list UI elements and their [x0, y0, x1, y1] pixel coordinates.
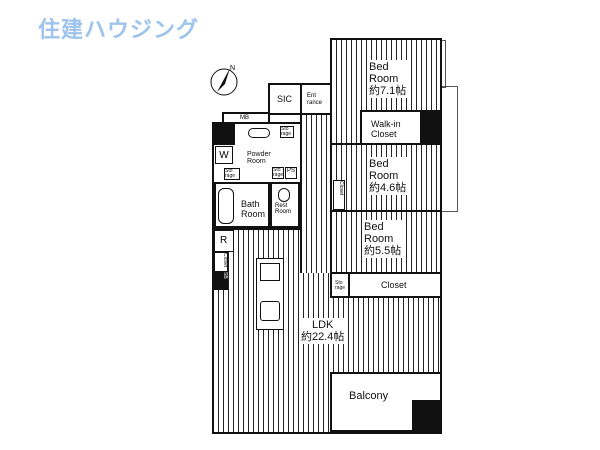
walk-in-closet-label: Walk-in Closet	[370, 118, 402, 140]
kitchen-counter	[256, 258, 284, 330]
storage-ldk: Sto rage	[330, 272, 350, 298]
north-compass-icon: N	[210, 65, 238, 96]
hallway	[300, 113, 330, 273]
balcony-column	[412, 400, 440, 430]
sb-box: SB	[214, 272, 228, 290]
bathtub-icon	[218, 188, 234, 224]
pipe-space: PS	[285, 167, 297, 179]
balcony-label: Balcony	[348, 389, 390, 403]
washbasin-icon	[248, 128, 270, 138]
company-logo: 住建ハウジング	[38, 17, 200, 42]
pillar-west	[213, 123, 235, 145]
storage-rest: Sto rage	[272, 167, 284, 179]
storage-bath: Sto rage	[224, 168, 240, 180]
toilet-icon	[278, 188, 290, 202]
refrigerator-space: R	[214, 230, 234, 252]
bed-2-closet: Closet	[333, 180, 345, 210]
exterior-railing	[440, 86, 458, 212]
shoe-in-closet: SIC	[268, 83, 302, 115]
bath-room-label: Bath Room	[240, 198, 267, 220]
side-closet: Closet	[214, 252, 228, 272]
sink-icon	[260, 301, 280, 321]
stove-icon	[260, 263, 280, 281]
washer-space: W	[215, 146, 233, 164]
restroom-label: Rest Room	[275, 203, 292, 215]
closet-label: Closet	[380, 279, 408, 291]
storage-powder: Sto rage	[280, 126, 294, 138]
compass-north-label: N	[230, 65, 235, 72]
entrance: Ent rance	[300, 83, 332, 115]
powder-room-label: Powder Room	[246, 150, 272, 166]
pillar	[420, 110, 440, 144]
